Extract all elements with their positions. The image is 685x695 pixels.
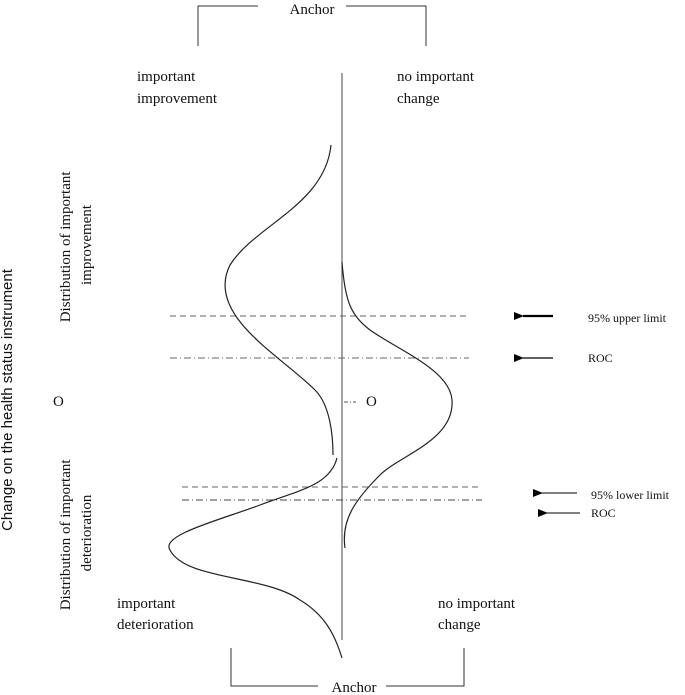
label-no-important-change-top: no important change bbox=[397, 69, 478, 107]
label-no-important-change-bottom-line1: no important bbox=[438, 596, 516, 612]
label-important-improvement: important improvement bbox=[137, 69, 218, 107]
label-important-deterioration: important deterioration bbox=[117, 596, 194, 633]
curve-no-change bbox=[341, 261, 453, 549]
label-no-important-change-bottom: no important change bbox=[438, 596, 519, 633]
curve-improvement bbox=[224, 144, 334, 456]
anchor-title-bottom: Anchor bbox=[332, 680, 377, 695]
lower-limit-label: 95% lower limit bbox=[591, 488, 670, 502]
origin-center: O bbox=[366, 394, 377, 410]
anchor-bracket-top bbox=[197, 5, 427, 46]
curve-deterioration bbox=[168, 457, 343, 659]
label-distribution-improvement-text: Distribution of important improvement bbox=[58, 168, 95, 323]
label-distribution-improvement-line1: Distribution of important bbox=[58, 171, 74, 323]
label-distribution-deterioration-line2: deterioration bbox=[79, 494, 95, 571]
label-distribution-deterioration: Distribution of important deterioration bbox=[58, 456, 95, 611]
upper-limit-label: 95% upper limit bbox=[588, 311, 667, 325]
anchor-title-top: Anchor bbox=[290, 2, 335, 18]
label-no-important-change-bottom-line2: change bbox=[438, 617, 481, 633]
y-axis-label: Change on the health status instrument bbox=[0, 268, 16, 531]
label-important-deterioration-line2: deterioration bbox=[117, 617, 194, 633]
label-no-important-change-top-line2: change bbox=[397, 91, 440, 107]
label-distribution-improvement-line2: improvement bbox=[79, 204, 95, 285]
label-distribution-improvement: Distribution of important improvement bbox=[58, 168, 95, 323]
label-important-deterioration-line1: important bbox=[117, 596, 176, 612]
label-distribution-deterioration-line1: Distribution of important bbox=[58, 459, 74, 611]
label-important-improvement-line2: improvement bbox=[137, 91, 218, 107]
label-distribution-deterioration-text: Distribution of important deterioration bbox=[58, 456, 95, 611]
anchor-bracket-bottom bbox=[230, 648, 465, 687]
origin-left: O bbox=[53, 394, 64, 410]
roc-upper-label: ROC bbox=[588, 351, 613, 365]
label-important-improvement-line1: important bbox=[137, 69, 196, 85]
roc-lower-label: ROC bbox=[591, 506, 616, 520]
label-no-important-change-top-line1: no important bbox=[397, 69, 475, 85]
